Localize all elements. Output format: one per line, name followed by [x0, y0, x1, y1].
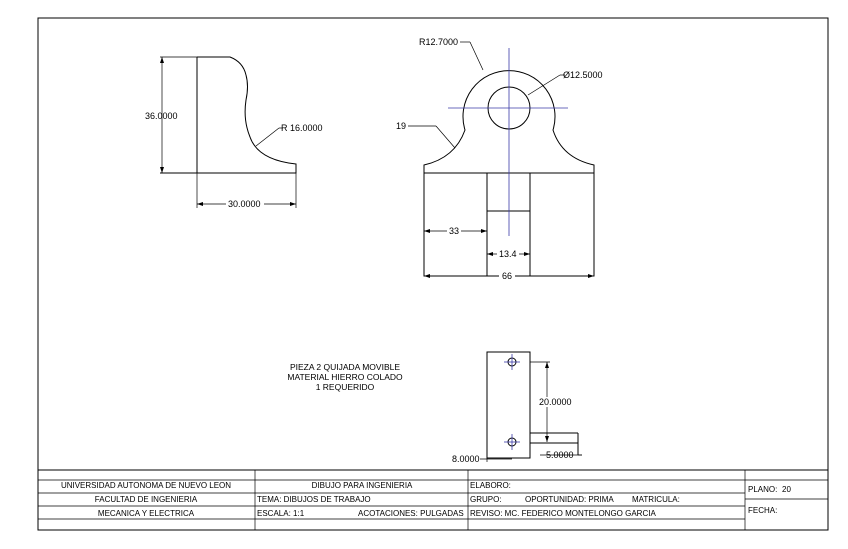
part-notes: PIEZA 2 QUIJADA MOVIBLE MATERIAL HIERRO … [287, 362, 403, 392]
dim-20: 20.0000 [539, 397, 572, 407]
drawing-border [37, 17, 829, 531]
dim-width: 30.0000 [228, 199, 261, 209]
note-line-2: MATERIAL HIERRO COLADO [287, 372, 403, 382]
dim-diameter: Ø12.5000 [563, 70, 603, 80]
dim-13: 13.4 [499, 249, 517, 259]
side-view: 36.0000 R 16.0000 30.0000 [145, 56, 323, 209]
dim-radius-large: R 16.0000 [281, 123, 323, 133]
tb-acotaciones: ACOTACIONES: PULGADAS [358, 509, 464, 518]
note-line-1: PIEZA 2 QUIJADA MOVIBLE [290, 362, 400, 372]
tb-plano: PLANO: [748, 485, 777, 494]
tb-course: DIBUJO PARA INGENIERIA [312, 481, 413, 490]
dim-radius-19: 19 [396, 121, 406, 131]
tb-tema: TEMA: DIBUJOS DE TRABAJO [257, 495, 371, 504]
tb-plano-num: 20 [782, 485, 791, 494]
dim-5: 5.0000 [546, 450, 574, 460]
tb-fecha: FECHA: [748, 506, 777, 515]
tb-matricula: MATRICULA: [632, 495, 680, 504]
dim-height: 36.0000 [145, 111, 178, 121]
tb-faculty: FACULTAD DE INGENIERIA [95, 495, 198, 504]
title-block: UNIVERSIDAD AUTONOMA DE NUEVO LEON FACUL… [37, 469, 829, 531]
tb-reviso: REVISO: MC. FEDERICO MONTELONGO GARCIA [470, 509, 656, 518]
tb-mechanical: MECANICA Y ELECTRICA [98, 509, 195, 518]
top-view: 20.0000 8.0000 5.0000 [452, 351, 582, 464]
tb-oportunidad: OPORTUNIDAD: PRIMA [525, 495, 614, 504]
dim-radius-small: R12.7000 [419, 37, 458, 47]
note-line-3: 1 REQUERIDO [316, 382, 375, 392]
tb-escala: ESCALA: 1:1 [257, 509, 305, 518]
tb-grupo: GRUPO: [470, 495, 502, 504]
front-view: R12.7000 Ø12.5000 19 33 13.4 66 [396, 37, 603, 281]
tb-elaboro: ELABORO: [470, 481, 511, 490]
dim-33: 33 [449, 226, 459, 236]
dim-8: 8.0000 [452, 454, 480, 464]
dim-66: 66 [502, 271, 512, 281]
tb-university: UNIVERSIDAD AUTONOMA DE NUEVO LEON [61, 481, 231, 490]
